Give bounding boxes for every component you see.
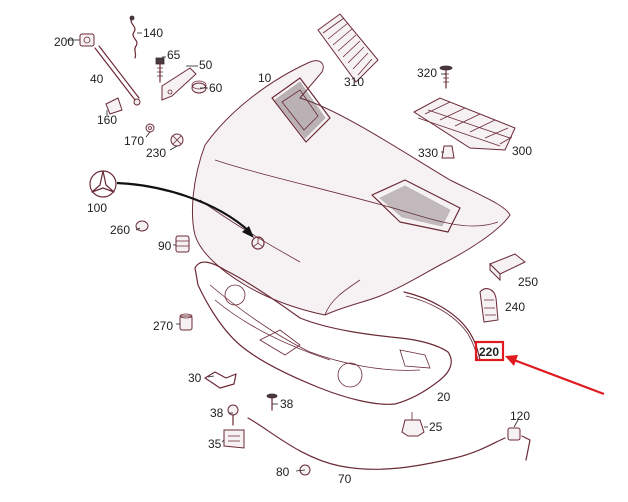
label-20: 20 xyxy=(437,390,451,404)
label-160: 160 xyxy=(97,113,117,127)
label-38-upper: 38 xyxy=(280,397,294,411)
label-50: 50 xyxy=(199,58,213,72)
label-140: 140 xyxy=(143,26,163,40)
label-80: 80 xyxy=(276,465,290,479)
highlight-220 xyxy=(474,340,605,396)
label-25: 25 xyxy=(429,420,443,434)
bolt-65 xyxy=(155,57,165,83)
part-labels: 200 140 40 65 50 60 10 310 320 300 330 1… xyxy=(54,26,538,486)
pad-250 xyxy=(489,253,526,282)
hinge-50 xyxy=(161,67,197,101)
seal-240 xyxy=(479,288,499,323)
label-240: 240 xyxy=(505,300,525,314)
label-10: 10 xyxy=(258,71,272,85)
bracket-160 xyxy=(105,97,123,115)
label-230: 230 xyxy=(146,146,166,160)
emblem-arrowhead xyxy=(242,226,254,238)
latch-35 xyxy=(223,429,245,449)
star-emblem-100 xyxy=(89,170,117,198)
label-100: 100 xyxy=(87,201,107,215)
hood-prop-rod-40 xyxy=(94,45,141,106)
label-170: 170 xyxy=(124,134,144,148)
screw-320 xyxy=(439,65,453,89)
label-310: 310 xyxy=(344,75,364,89)
label-220: 220 xyxy=(479,345,499,359)
clip-200 xyxy=(79,33,95,47)
hook-30 xyxy=(204,371,237,389)
label-38-lower: 38 xyxy=(210,406,224,420)
screw-38-lower xyxy=(227,404,239,426)
label-120: 120 xyxy=(510,409,530,423)
bumper-25 xyxy=(401,412,425,437)
leader-lines xyxy=(67,32,519,472)
label-270: 270 xyxy=(153,319,173,333)
label-65: 65 xyxy=(167,48,181,62)
bump-stop-90 xyxy=(175,235,190,253)
label-200: 200 xyxy=(54,35,74,49)
spring-140 xyxy=(129,15,138,59)
screw-38-upper xyxy=(266,393,278,411)
scoop-grille-310 xyxy=(317,13,379,83)
label-40: 40 xyxy=(90,72,104,86)
emblem-arrow xyxy=(116,181,251,233)
insulation-mat xyxy=(194,261,452,405)
label-300: 300 xyxy=(512,144,532,158)
washer-170 xyxy=(145,123,155,133)
hood-panel xyxy=(191,60,511,316)
label-250: 250 xyxy=(518,275,538,289)
label-90: 90 xyxy=(158,239,172,253)
scoop-grille-300 xyxy=(413,97,516,151)
label-60: 60 xyxy=(209,81,223,95)
label-330: 330 xyxy=(418,146,438,160)
label-30: 30 xyxy=(188,371,202,385)
seal-strip-220 xyxy=(403,291,481,361)
clip-330 xyxy=(441,145,455,159)
release-cable-70 xyxy=(247,417,506,470)
label-320: 320 xyxy=(417,66,437,80)
label-260: 260 xyxy=(110,223,130,237)
stop-270 xyxy=(179,313,193,331)
bolt-230 xyxy=(170,133,184,147)
label-35: 35 xyxy=(208,437,222,451)
release-handle-120 xyxy=(507,427,531,461)
buffer-60 xyxy=(191,80,207,94)
label-70: 70 xyxy=(338,472,352,486)
